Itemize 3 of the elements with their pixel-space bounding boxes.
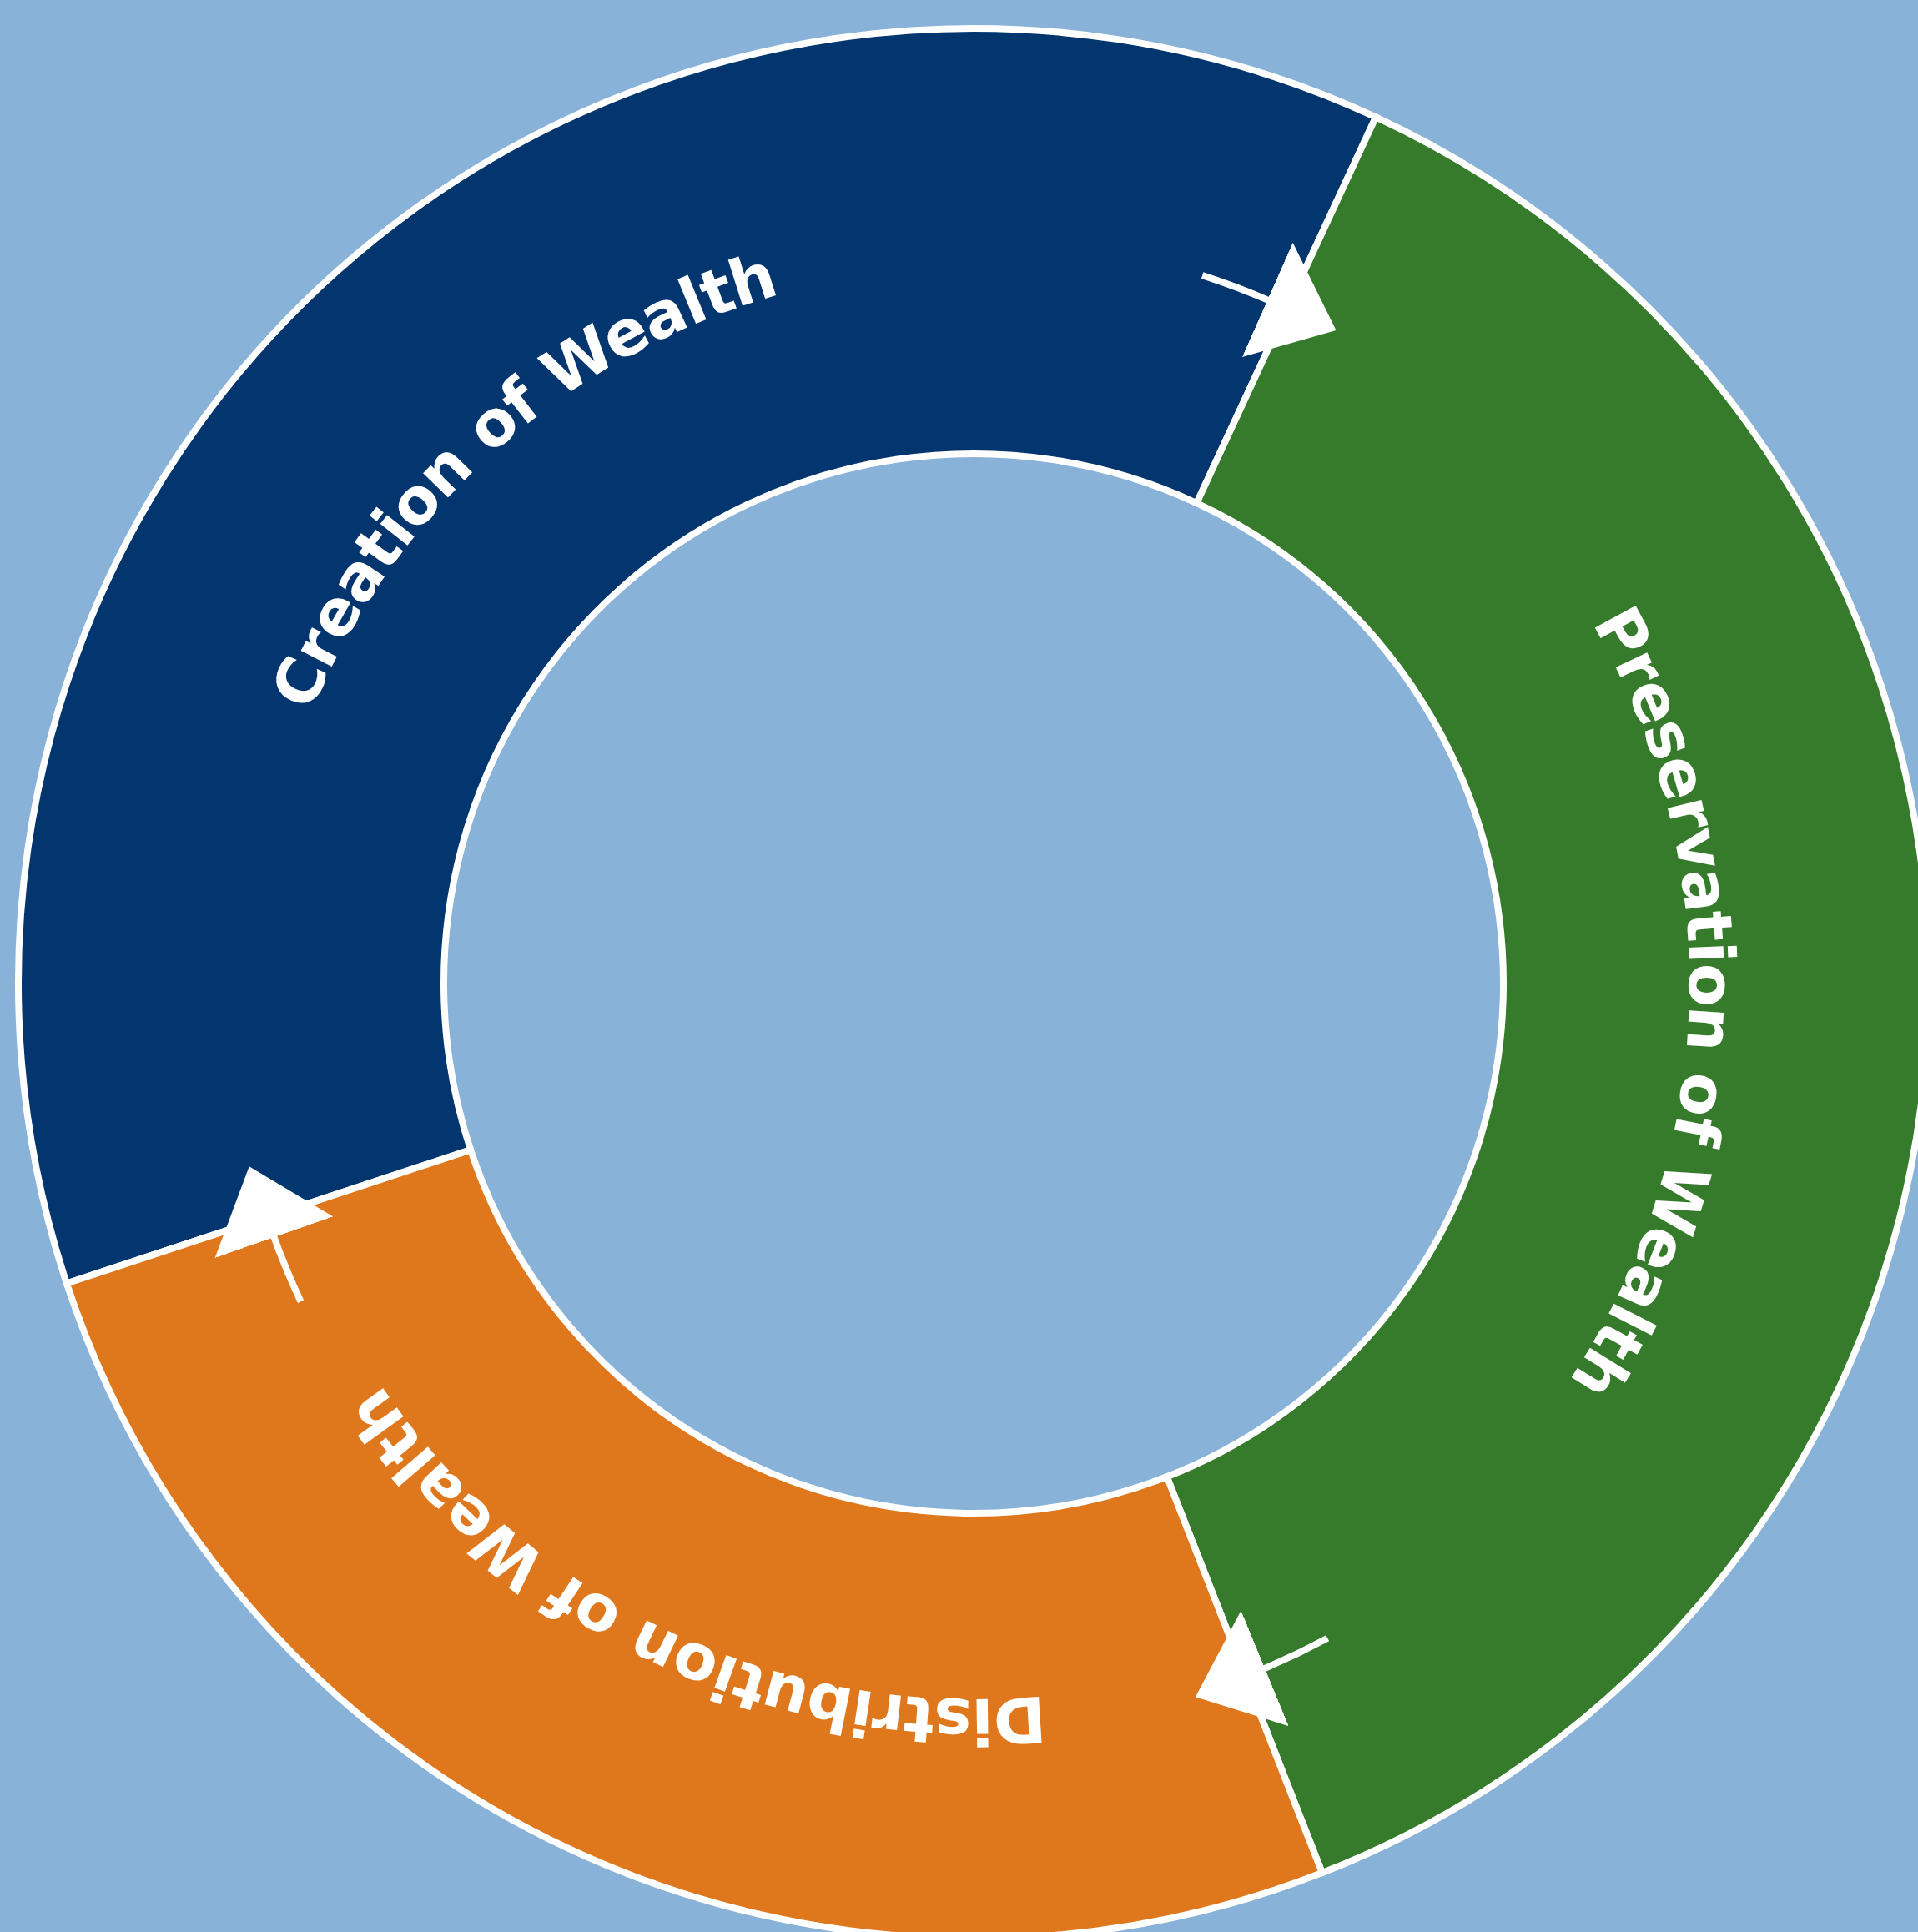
arrow [1196,1610,1330,1726]
arrow [1201,242,1337,358]
arrow [215,1166,333,1303]
